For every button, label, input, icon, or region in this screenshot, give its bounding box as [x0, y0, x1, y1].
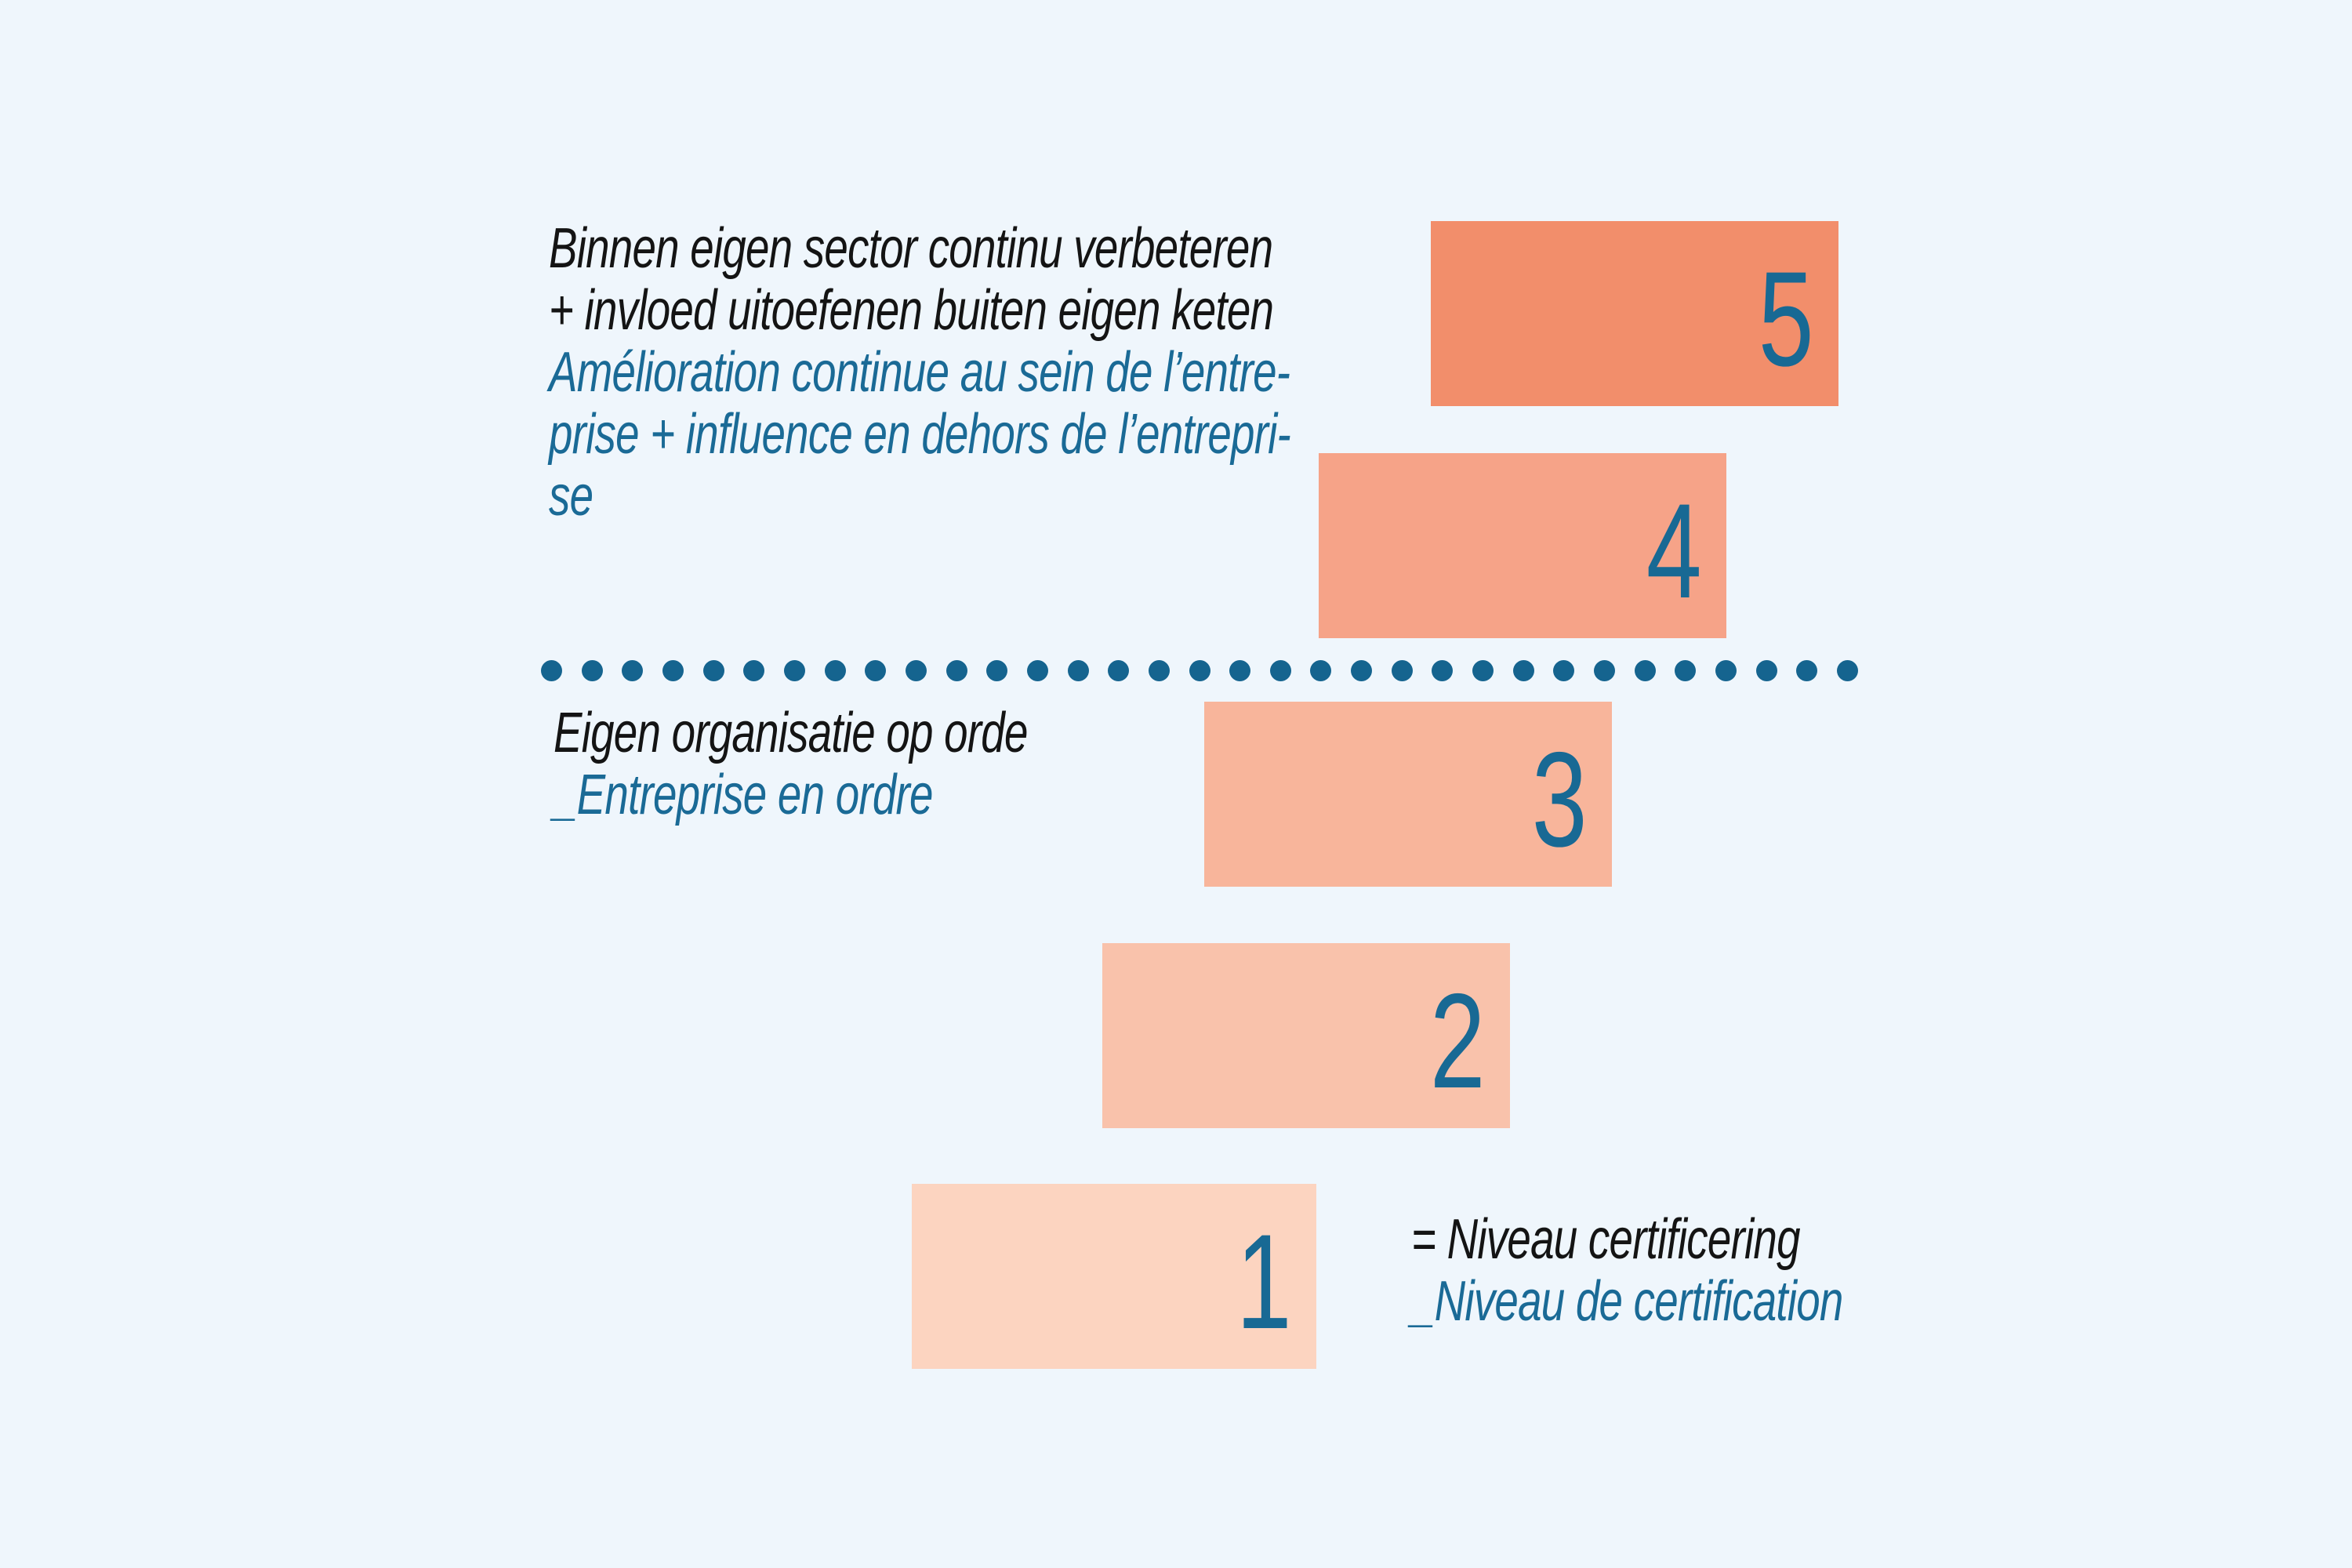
level-3-number: 3	[1532, 724, 1588, 875]
level-1-block: 1	[912, 1184, 1316, 1369]
divider-dot	[1634, 659, 1656, 681]
level-3-block: 3	[1204, 702, 1612, 887]
level-divider-dots	[541, 659, 1858, 681]
divider-dot	[541, 659, 562, 681]
divider-dot	[824, 659, 846, 681]
divider-dot	[1837, 659, 1858, 681]
divider-dot	[1269, 659, 1291, 681]
divider-dot	[1108, 659, 1130, 681]
divider-dot	[743, 659, 765, 681]
divider-dot	[622, 659, 644, 681]
top-label-nl-line2: + invloed uitoefenen buiten eigen keten	[549, 279, 1274, 342]
divider-dot	[783, 659, 805, 681]
divider-dot	[946, 659, 967, 681]
divider-dot	[1512, 659, 1534, 681]
divider-dot	[1391, 659, 1413, 681]
divider-dot	[1472, 659, 1494, 681]
top-label: Binnen eigen sector continu verbeteren +…	[549, 218, 1525, 528]
level-4-block: 4	[1319, 453, 1726, 638]
divider-dot	[1026, 659, 1048, 681]
mid-label-fr: _Entreprise en ordre	[554, 764, 933, 826]
level-5-number: 5	[1759, 244, 1814, 394]
top-label-nl-line1: Binnen eigen sector continu verbeteren	[549, 217, 1273, 280]
divider-dot	[905, 659, 927, 681]
divider-dot	[1148, 659, 1170, 681]
legend-fr: _Niveau de certification	[1411, 1270, 1843, 1333]
divider-dot	[1796, 659, 1818, 681]
divider-dot	[986, 659, 1008, 681]
divider-dot	[1432, 659, 1454, 681]
legend-nl: = Niveau certificering	[1411, 1208, 1801, 1271]
divider-dot	[1351, 659, 1373, 681]
divider-dot	[662, 659, 684, 681]
divider-dot	[1229, 659, 1251, 681]
level-2-block: 2	[1102, 943, 1510, 1128]
mid-label: Eigen organisatie op orde _Entreprise en…	[554, 702, 1178, 826]
level-1-number: 1	[1236, 1207, 1292, 1357]
legend: = Niveau certificering _Niveau de certif…	[1411, 1209, 1979, 1333]
divider-dot	[1189, 659, 1210, 681]
divider-dot	[1553, 659, 1575, 681]
divider-dot	[581, 659, 603, 681]
top-label-fr-line3: se	[549, 465, 593, 528]
divider-dot	[865, 659, 887, 681]
level-2-number: 2	[1430, 966, 1486, 1116]
top-label-fr-line2: prise + influence en dehors de l’entrepr…	[549, 403, 1291, 466]
divider-dot	[1067, 659, 1089, 681]
divider-dot	[702, 659, 724, 681]
divider-dot	[1675, 659, 1697, 681]
mid-label-nl: Eigen organisatie op orde	[554, 702, 1028, 764]
divider-dot	[1594, 659, 1616, 681]
divider-dot	[1715, 659, 1737, 681]
divider-dot	[1755, 659, 1777, 681]
top-label-fr-line1: Amélioration continue au sein de l’entre…	[549, 341, 1290, 404]
level-5-block: 5	[1431, 221, 1838, 406]
level-4-number: 4	[1646, 476, 1702, 626]
divider-dot	[1310, 659, 1332, 681]
